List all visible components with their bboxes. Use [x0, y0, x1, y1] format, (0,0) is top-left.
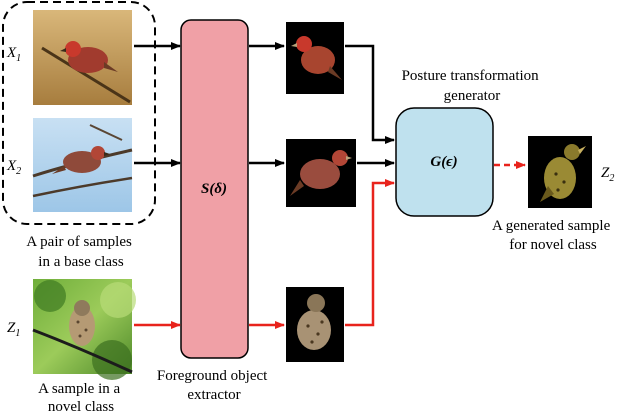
photo-x1: [33, 10, 132, 105]
photo-z1: [32, 279, 136, 380]
caption-extractor: Foreground object extractor: [157, 368, 271, 403]
caption-base-pair: A pair of samples in a base class: [26, 234, 135, 270]
base-pair-group-border: [2, 1, 156, 225]
label-x2: X2: [6, 158, 21, 177]
caption-novel-sample: A sample in a novel class: [38, 381, 124, 412]
caption-generated: A generated sample for novel class: [492, 218, 614, 253]
arrow-fg3-to-generator: [345, 179, 395, 327]
generator-symbol: G(ϵ): [430, 154, 457, 170]
label-x1: X1: [6, 45, 21, 64]
foreground-z1: [286, 287, 344, 362]
label-z2: Z2: [601, 165, 614, 184]
foreground-x1: [286, 22, 344, 94]
label-z1: Z1: [7, 320, 20, 339]
photo-x2: [32, 118, 133, 212]
foreground-x2: [286, 139, 356, 207]
arrow-fg1-to-generator: [345, 44, 395, 144]
extractor-symbol: S(δ): [201, 181, 227, 197]
generator-block: [395, 107, 494, 217]
generated-sample: [528, 136, 592, 208]
caption-generator: Posture transformation generator: [402, 68, 543, 104]
extractor-block: [180, 19, 249, 359]
